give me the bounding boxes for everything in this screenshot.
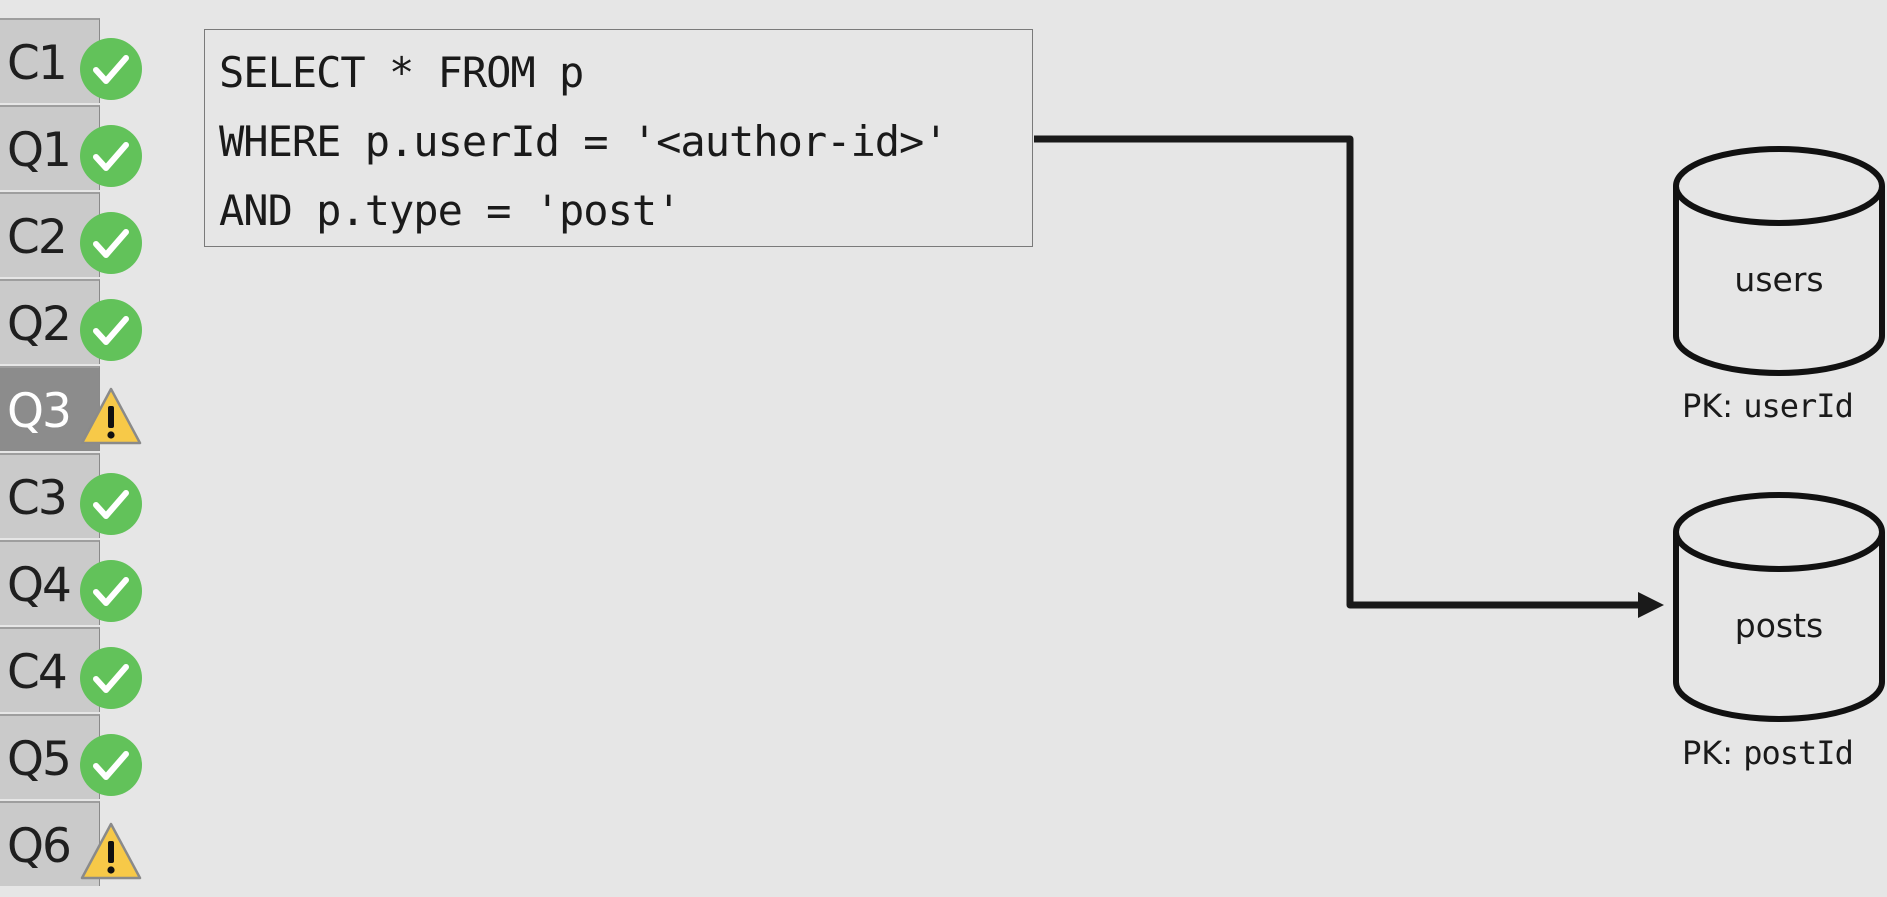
step-item[interactable]: Q6 <box>0 801 142 886</box>
query-line: SELECT * FROM p <box>219 48 584 97</box>
step-label: Q5 <box>7 732 72 787</box>
step-item[interactable]: Q4 <box>0 540 142 625</box>
pk-prefix: PK: <box>1682 734 1734 772</box>
step-item[interactable]: C4 <box>0 627 142 712</box>
step-label: Q6 <box>7 819 72 874</box>
query-line: AND p.type = 'post' <box>219 186 681 235</box>
partition-key-label: PK: userId <box>1682 387 1854 425</box>
check-circle-icon <box>80 299 142 361</box>
step-item-active[interactable]: Q3 <box>0 366 142 451</box>
step-label: C3 <box>7 471 68 526</box>
query-to-posts-connector <box>1034 135 1640 609</box>
check-circle-icon <box>80 560 142 622</box>
check-circle-icon <box>80 125 142 187</box>
arrowhead-icon <box>1638 592 1664 618</box>
step-item[interactable]: C1 <box>0 18 142 103</box>
check-circle-icon <box>80 212 142 274</box>
pk-prefix: PK: <box>1682 387 1734 425</box>
container-name: users <box>1734 260 1824 299</box>
query-line: WHERE p.userId = '<author-id>' <box>219 117 949 166</box>
step-label: Q1 <box>7 123 72 178</box>
pk-value: userId <box>1743 387 1854 425</box>
step-sidebar: C1 Q1 C2 Q2 Q3 C3 Q4 C4 Q5 Q6 <box>0 18 142 897</box>
check-circle-icon <box>80 473 142 535</box>
warning-triangle-icon <box>80 822 142 880</box>
step-label: Q4 <box>7 558 72 613</box>
query-box: SELECT * FROM p WHERE p.userId = '<autho… <box>204 29 1033 247</box>
warning-triangle-icon <box>80 387 142 445</box>
partition-key-label: PK: postId <box>1682 734 1854 772</box>
database-cylinder-icon <box>1673 146 1885 376</box>
step-label: C1 <box>7 36 68 91</box>
step-label: Q3 <box>7 384 72 439</box>
users-container[interactable]: users <box>1673 146 1885 376</box>
step-item[interactable]: C3 <box>0 453 142 538</box>
step-item[interactable]: C2 <box>0 192 142 277</box>
step-item[interactable]: Q5 <box>0 714 142 799</box>
check-circle-icon <box>80 647 142 709</box>
step-item[interactable]: Q2 <box>0 279 142 364</box>
check-circle-icon <box>80 734 142 796</box>
step-label: C4 <box>7 645 68 700</box>
check-circle-icon <box>80 38 142 100</box>
step-item[interactable]: Q1 <box>0 105 142 190</box>
container-name: posts <box>1734 606 1824 645</box>
pk-value: postId <box>1743 734 1854 772</box>
database-cylinder-icon <box>1673 492 1885 722</box>
posts-container[interactable]: posts <box>1673 492 1885 722</box>
step-label: Q2 <box>7 297 72 352</box>
step-label: C2 <box>7 210 68 265</box>
